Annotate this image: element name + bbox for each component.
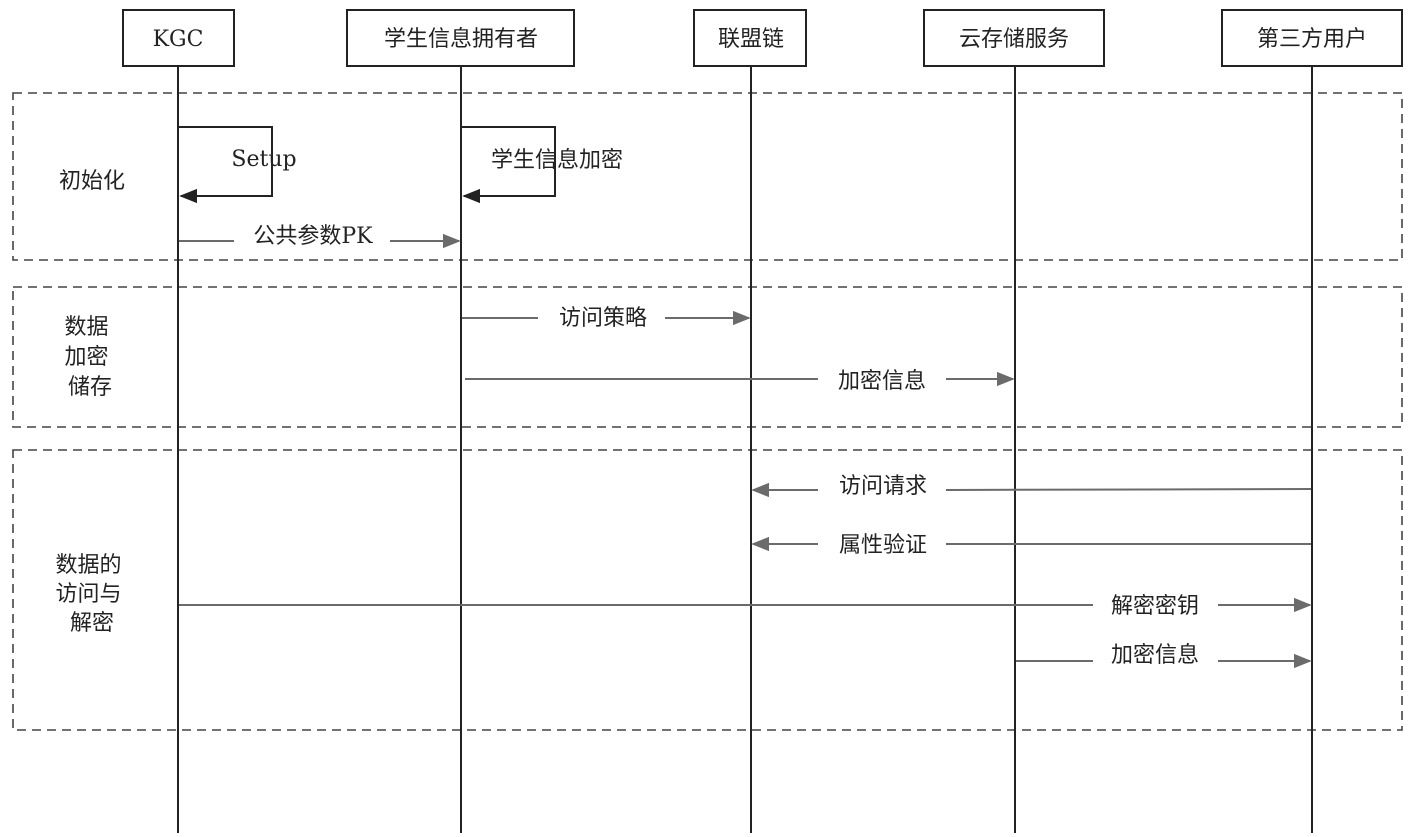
participant-user: 第三方用户: [1221, 9, 1403, 67]
phase-label-line: 解密: [70, 611, 114, 636]
phase-frames: [12, 92, 1403, 731]
phase-label-line: 初始化: [59, 169, 125, 194]
participant-chain: 联盟链: [693, 9, 807, 67]
self-message-arrow: [461, 126, 556, 204]
participant-box: [122, 9, 235, 67]
self-message-arrow: [178, 126, 273, 204]
phase-label-access: 数据的 访问与 解密: [55, 553, 128, 636]
message-encrypt-info: 学生信息加密: [461, 126, 623, 204]
message-decrypt-key: 解密密钥: [179, 594, 1312, 619]
phase-label-line: 数据: [64, 315, 108, 340]
messages: Setup 学生信息加密 公共参数PK 访问策略 加密信息: [178, 126, 1312, 669]
phase-frame-access: [12, 449, 1403, 731]
phase-label-store: 数据 加密 储存: [64, 315, 115, 400]
phase-label-line: 访问与: [55, 582, 121, 607]
message-label-access-policy: 访问策略: [559, 306, 647, 331]
participant-kgc: KGC: [122, 9, 235, 67]
message-label-encrypted-info-store: 加密信息: [838, 369, 926, 394]
participant-box: [346, 9, 575, 67]
lifelines: [177, 66, 1313, 833]
message-label-encrypted-info-send: 加密信息: [1111, 643, 1199, 668]
message-access-policy: 访问策略: [462, 306, 751, 331]
message-attr-verify: 属性验证: [751, 533, 1311, 558]
participant-box: [693, 9, 807, 67]
message-line: [945, 488, 1312, 491]
participant-owner: 学生信息拥有者: [346, 9, 575, 67]
message-label-decrypt-key: 解密密钥: [1111, 594, 1199, 619]
message-public-params: 公共参数PK: [179, 224, 461, 249]
participant-box: [1221, 9, 1403, 67]
phase-label-line: 数据的: [55, 553, 121, 578]
phase-frame-init: [12, 92, 1403, 261]
phase-label-line: 储存: [68, 375, 112, 400]
participant-label-cloud: 云存储服务: [959, 27, 1069, 52]
phase-label-line: 加密: [64, 345, 108, 370]
message-access-request: 访问请求: [751, 474, 1312, 499]
participant-label-kgc: KGC: [153, 27, 204, 52]
participant-box: [923, 9, 1105, 67]
message-label-public-params: 公共参数PK: [253, 224, 373, 249]
participants: KGC 学生信息拥有者 联盟链 云存储服务 第三方用户: [122, 9, 1403, 67]
message-encrypted-info-store: 加密信息: [465, 369, 1015, 394]
message-encrypted-info-send: 加密信息: [1016, 643, 1312, 669]
phase-label-init: 初始化: [59, 169, 125, 194]
participant-label-user: 第三方用户: [1257, 27, 1367, 52]
participant-label-owner: 学生信息拥有者: [384, 27, 538, 52]
message-setup: Setup: [178, 126, 297, 204]
message-label-attr-verify: 属性验证: [839, 533, 927, 558]
message-label-access-request: 访问请求: [839, 474, 927, 499]
message-label-setup: Setup: [231, 147, 296, 172]
participant-cloud: 云存储服务: [923, 9, 1105, 67]
phase-labels: 初始化 数据 加密 储存 数据的 访问与 解密: [55, 169, 128, 636]
phase-frame-store: [12, 286, 1403, 428]
message-label-encrypt-info: 学生信息加密: [491, 148, 623, 173]
participant-label-chain: 联盟链: [718, 27, 784, 52]
